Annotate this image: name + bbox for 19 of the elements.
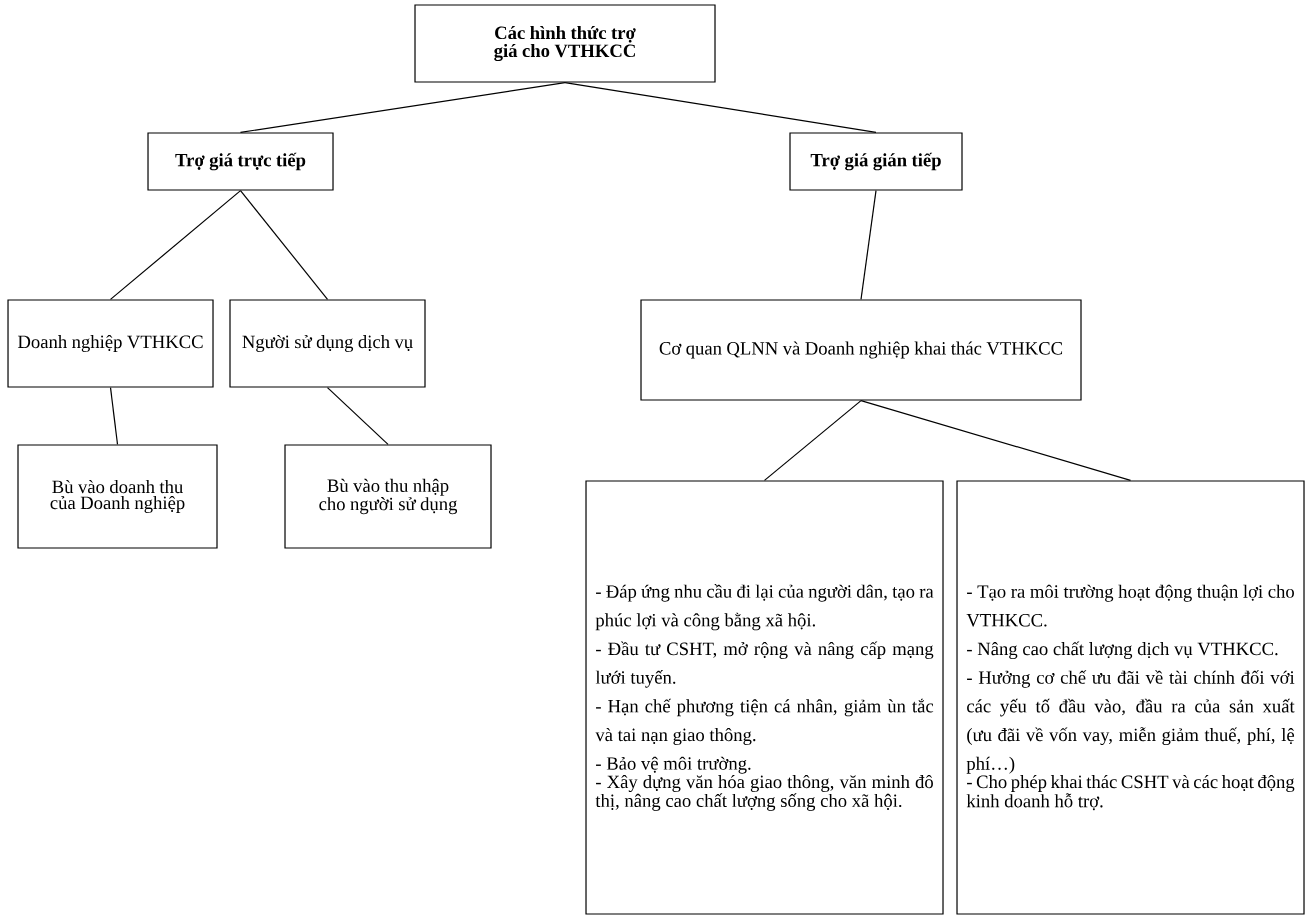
connector-line xyxy=(564,82,877,133)
text-box: Cơ quan QLNN và Doanh nghiệp khai thác VTHKCC xyxy=(640,299,1082,401)
text-box: Doanh nghiệp VTHKCC xyxy=(7,299,214,388)
text-box: Bù vào thu nhập cho người sử dụng xyxy=(284,444,492,549)
text-box: Người sử dụng dịch vụ xyxy=(229,299,426,388)
connector-line xyxy=(860,400,1132,481)
text-box: Trợ giá trực tiếp xyxy=(147,132,334,191)
connector-line xyxy=(109,387,119,445)
connector-line xyxy=(860,190,877,300)
connector-line xyxy=(109,190,242,300)
connector-line xyxy=(239,190,329,300)
connector-line xyxy=(326,387,389,445)
text-box: - Tạo ra môi trường hoạt động thuận lợi cho VTHKCC. - Nâng cao chất lượng dịch vụ VTHKCC. - Hưởng cơ chế ưu đãi về tài chính đối với các yếu tố đầu vào, đầu ra của sản xuất (ưu đãi về vốn vay, miễn giảm thuế, phí, lệ phí…) - Cho phép khai thác CSHT và các hoạt động kinh doanh hỗ trợ. xyxy=(956,480,1305,915)
connector-line xyxy=(763,400,862,481)
text-box: Các hình thức trợ giá cho VTHKCC xyxy=(414,4,716,83)
connector-line xyxy=(239,82,566,133)
text-box: Bù vào doanh thu của Doanh nghiệp xyxy=(17,444,218,549)
text-box: - Đáp ứng nhu cầu đi lại của người dân, tạo ra phúc lợi và công bằng xã hội. - Đầu tư CSHT, mở rộng và nâng cấp mạng lưới tuyến. - Hạn chế phương tiện cá nhân, giảm ùn tắc và tai nạn giao thông. - Bảo vệ môi trường. - Xây dựng văn hóa giao thông, văn minh đô thị, nâng cao chất lượng sống cho xã hội. xyxy=(585,480,944,915)
text-box: Trợ giá gián tiếp xyxy=(789,132,963,191)
